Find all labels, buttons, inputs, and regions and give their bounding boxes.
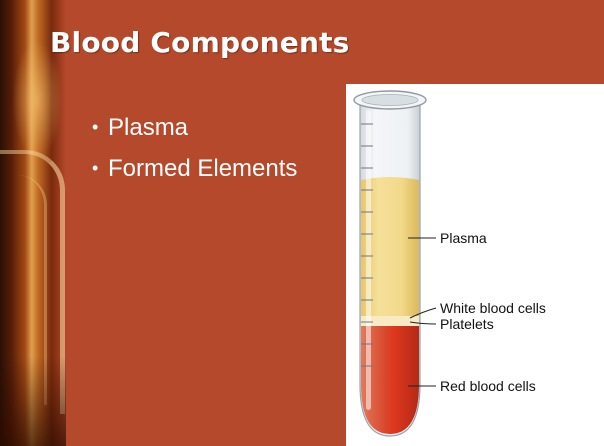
slide-title: Blood Components	[50, 26, 350, 59]
bullet-dot-icon: •	[92, 107, 108, 147]
label-red-blood-cells: Red blood cells	[440, 378, 536, 394]
bullet-item-plasma: •Plasma	[92, 107, 297, 148]
test-tube-figure: Plasma White blood cells Platelets Red b…	[346, 84, 604, 446]
test-tube-illustration: Plasma White blood cells Platelets Red b…	[346, 84, 604, 446]
label-plasma: Plasma	[440, 230, 487, 246]
label-platelets: Platelets	[440, 316, 494, 332]
bullet-list: •Plasma •Formed Elements	[92, 107, 297, 189]
bullet-item-formed-elements: •Formed Elements	[92, 148, 297, 189]
bullet-dot-icon: •	[92, 148, 108, 188]
decorative-beaker-photo	[0, 0, 66, 446]
label-white-blood-cells: White blood cells	[440, 300, 546, 316]
